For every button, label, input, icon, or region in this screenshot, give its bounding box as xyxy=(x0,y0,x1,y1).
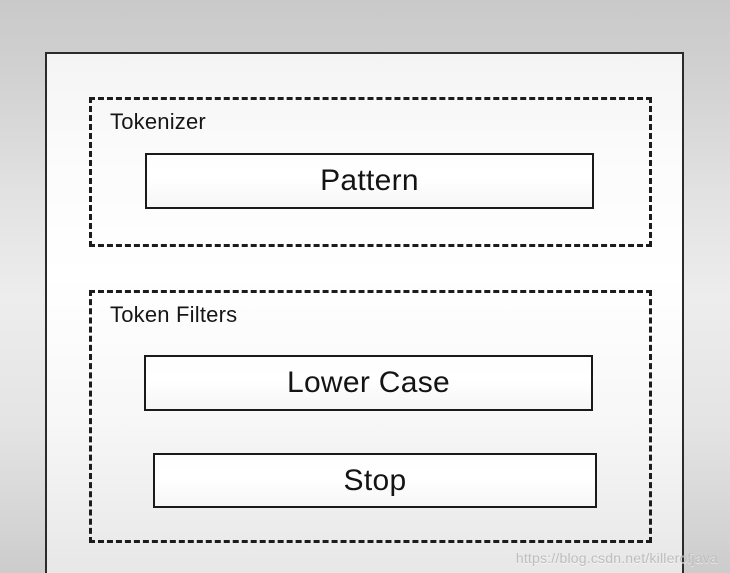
group-box-token-filters: Token Filters Lower Case Stop xyxy=(89,290,652,543)
item-box-pattern[interactable]: Pattern xyxy=(145,153,594,209)
item-label-stop: Stop xyxy=(343,463,407,497)
diagram-outer-frame: Tokenizer Pattern Token Filters Lower Ca… xyxy=(45,52,684,573)
group-label-tokenizer: Tokenizer xyxy=(110,109,206,134)
item-label-pattern: Pattern xyxy=(320,164,419,197)
group-box-tokenizer: Tokenizer Pattern xyxy=(89,97,652,247)
item-label-lower-case: Lower Case xyxy=(286,366,451,399)
group-label-token-filters: Token Filters xyxy=(110,302,238,327)
item-box-lower-case[interactable]: Lower Case xyxy=(144,355,593,411)
item-box-stop[interactable]: Stop xyxy=(153,453,597,508)
